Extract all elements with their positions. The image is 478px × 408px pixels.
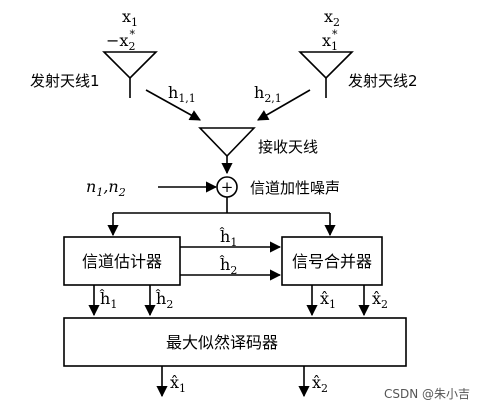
- channel-estimator-block: 信道估计器: [63, 236, 181, 286]
- channel-h21-arrow: [257, 89, 311, 121]
- tx1-antenna-icon: [102, 51, 158, 80]
- estimator-h1-out-label: ĥ1: [99, 288, 117, 311]
- tx2-symbol-bottom: x1*: [322, 28, 338, 53]
- noise-label: 信道加性噪声: [250, 179, 340, 197]
- channel-h11-arrow: [145, 89, 201, 121]
- tx1-label: 发射天线1: [30, 72, 100, 90]
- estimator-h2-out-label: ĥ2: [155, 288, 173, 311]
- signal-combiner-box: [281, 236, 383, 286]
- tx2-symbol-top: x2: [324, 7, 340, 29]
- h1-estimate-label: ĥ1: [219, 226, 237, 249]
- tx1-symbol-top: x1: [122, 7, 138, 29]
- ml-decoder-label: 最大似然译码器: [166, 333, 278, 352]
- signal-combiner-block: 信号合并器: [281, 236, 383, 286]
- channel-h21-label: h2,1: [254, 83, 282, 105]
- adder-plus-symbol: +: [221, 178, 234, 196]
- channel-estimator-box: [63, 236, 181, 286]
- rx-label: 接收天线: [258, 138, 318, 156]
- h2-estimate-label: ĥ2: [219, 254, 237, 277]
- noise-adder: n1,n2 + 信道加性噪声: [86, 176, 340, 237]
- combiner-x1-out-label: x̂1: [320, 289, 336, 311]
- ml-decoder-block: 最大似然译码器: [63, 317, 407, 367]
- noise-symbols: n1,n2: [86, 177, 126, 199]
- tx1-symbol-bottom: −x2*: [106, 28, 135, 53]
- tx-antenna-2: x2 x1* 发射天线2: [298, 7, 418, 98]
- rx-antenna-icon: [198, 127, 256, 158]
- combiner-x2-out-label: x̂2: [372, 289, 388, 311]
- tx-antenna-1: x1 −x2* 发射天线1: [30, 7, 158, 98]
- channel-h11-label: h1,1: [168, 83, 196, 105]
- channel-estimator-label: 信道估计器: [82, 252, 162, 271]
- decoder-x2-out-label: x̂2: [312, 373, 328, 395]
- watermark: CSDN @朱小吉: [384, 387, 470, 401]
- ml-decoder-box: [63, 317, 407, 367]
- rx-antenna: 接收天线: [198, 127, 318, 175]
- signal-combiner-label: 信号合并器: [292, 252, 372, 271]
- tx2-antenna-icon: [298, 51, 354, 80]
- decoder-x1-out-label: x̂1: [170, 373, 186, 395]
- tx2-label: 发射天线2: [348, 72, 418, 90]
